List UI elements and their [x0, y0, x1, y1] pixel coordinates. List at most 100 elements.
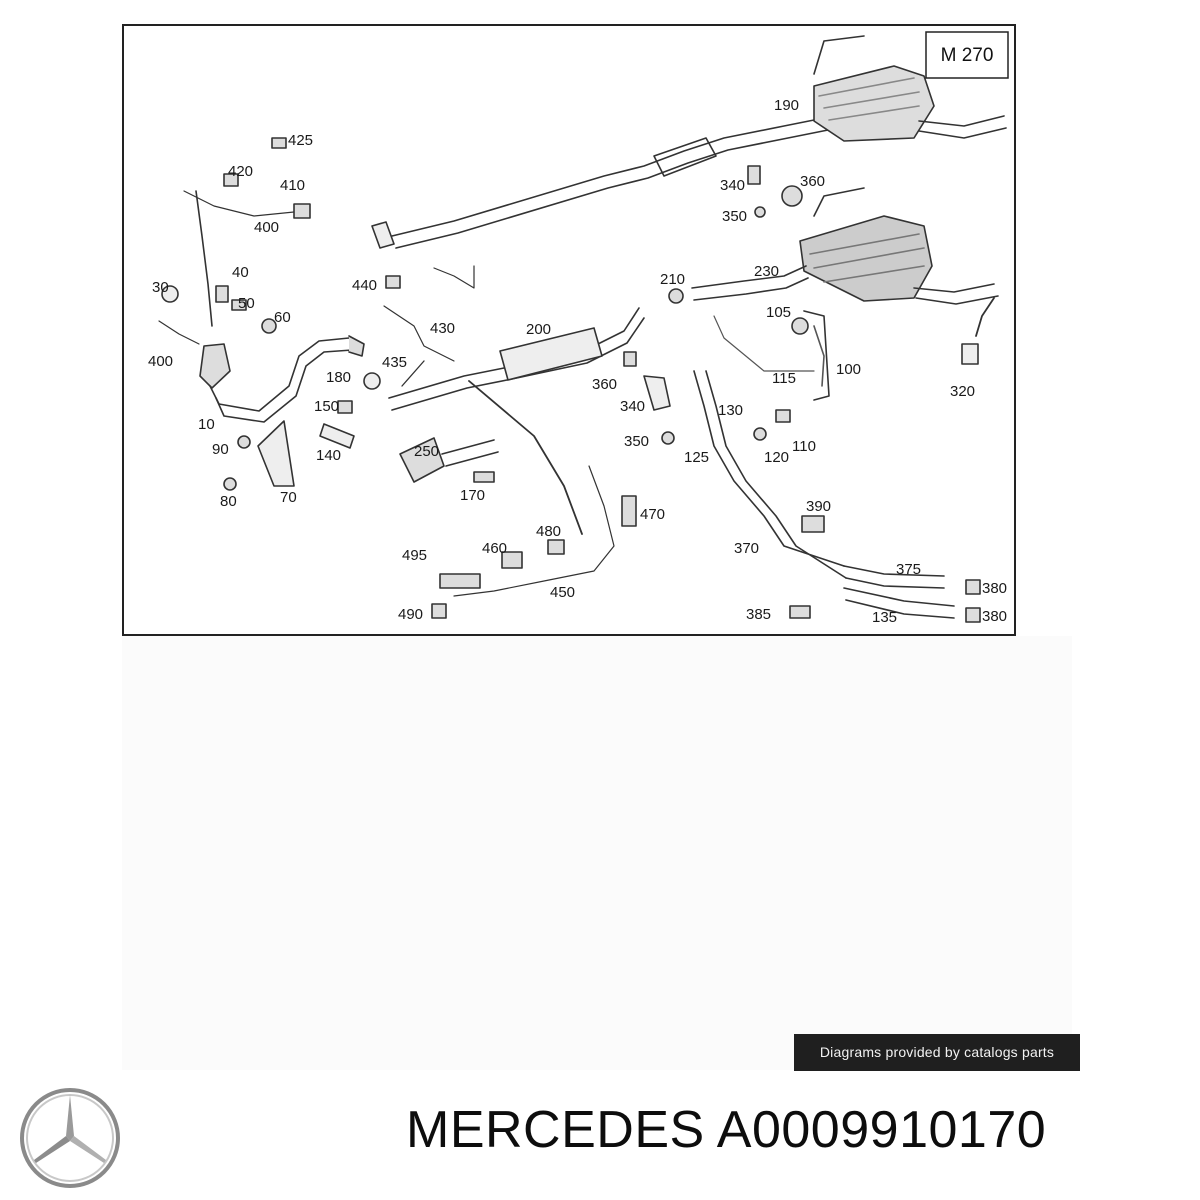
part-number-label: 125 [684, 449, 709, 466]
part-number-label: 495 [402, 547, 427, 564]
model-code: M 270 [941, 45, 994, 66]
part-number-label: 375 [896, 561, 921, 578]
part-number-label: 170 [460, 487, 485, 504]
part-number-label: 10 [198, 416, 215, 433]
part-number-label: 360 [800, 173, 825, 190]
part-number-label: 190 [774, 97, 799, 114]
part-number-label: 180 [326, 369, 351, 386]
part-number-label: 390 [806, 498, 831, 515]
part-number-label: 200 [526, 321, 551, 338]
part-number-label: 135 [872, 609, 897, 626]
part-glyph [621, 495, 637, 527]
part-number-label: 105 [766, 304, 791, 321]
part-glyph [965, 607, 981, 623]
part-number-label: 320 [950, 383, 975, 400]
part-number-label: 110 [792, 438, 816, 455]
part-glyph [231, 299, 247, 311]
leader-arrow-1 [401, 360, 425, 387]
part-number-label: 440 [352, 277, 377, 294]
part-glyph [223, 173, 239, 187]
upper-exhaust-pipe [391, 117, 825, 237]
part-glyph [363, 372, 381, 390]
leader-arrow-3 [975, 297, 995, 337]
exhaust-system-diagram: M 270 425 420 410 400 30 40 50 60 400 10 440 430 435… [122, 24, 1016, 636]
part-glyph [643, 375, 671, 411]
part-number-label: 100 [836, 361, 861, 378]
part-number-label: 430 [430, 320, 455, 337]
part-number-label: 400 [254, 219, 279, 236]
part-glyph [961, 343, 979, 365]
part-glyph [668, 288, 684, 304]
part-number-label: 450 [550, 584, 575, 601]
part-number-label: 400 [148, 353, 173, 370]
part-number-label: 210 [660, 271, 685, 288]
part-glyph [439, 573, 481, 589]
part-number-label: 115 [772, 370, 796, 387]
part-glyph [753, 427, 767, 441]
part-glyph [271, 137, 287, 149]
part-glyph [661, 431, 675, 445]
lower-background [122, 636, 1072, 1070]
lower-exhaust-pipe-lower-edge [391, 317, 645, 411]
part-number-label: 90 [212, 441, 229, 458]
lower-center-muffler [499, 327, 603, 381]
part-glyph [473, 471, 495, 483]
part-number-label: 420 [228, 163, 253, 180]
part-glyph [257, 420, 295, 487]
part-number-label: 40 [232, 264, 249, 281]
part-number-label: 140 [316, 447, 341, 464]
part-glyph [547, 539, 565, 555]
part-glyph [791, 317, 809, 335]
part-glyph [965, 579, 981, 595]
part-glyph [501, 551, 523, 569]
part-number-label: 150 [314, 398, 339, 415]
part-glyph [215, 285, 229, 303]
part-glyph [781, 185, 803, 207]
upper-exhaust-pipe-lower-edge [395, 129, 829, 249]
part-number-label: 60 [274, 309, 291, 326]
part-number-label: 480 [536, 523, 561, 540]
diagram-drawing: M 270 425 420 410 400 30 40 50 60 400 10 440 430 435… [148, 31, 1009, 626]
part-labels: 425 420 410 400 30 40 50 60 400 10 440 430 435 180 150… [148, 97, 1007, 626]
upper-rear-muffler [813, 65, 935, 142]
part-glyph [789, 605, 811, 619]
part-number-label: 370 [734, 540, 759, 557]
leader-arrow-2 [468, 380, 583, 535]
part-number-label: 230 [754, 263, 779, 280]
upper-flange [371, 221, 395, 249]
part-number-label: 50 [238, 295, 255, 312]
mercedes-star-logo [20, 1088, 120, 1188]
part-glyph [801, 515, 825, 533]
front-downpipe [195, 190, 213, 327]
part-glyph [293, 203, 311, 219]
part-glyph [161, 285, 179, 303]
part-number-label: 350 [722, 208, 747, 225]
part-number-label: 120 [764, 449, 789, 466]
part-number-label: 425 [288, 132, 313, 149]
part-glyph [431, 603, 447, 619]
part-number-label: 460 [482, 540, 507, 557]
part-glyph [775, 409, 791, 423]
part-number-label: 340 [720, 177, 745, 194]
part-number-label: 80 [220, 493, 237, 510]
part-number-label: 410 [280, 177, 305, 194]
part-number-label: 70 [280, 489, 297, 506]
model-code-box [925, 31, 1009, 79]
part-number-label: 380 [982, 580, 1007, 597]
part-glyph [623, 351, 637, 367]
part-number-label: 340 [620, 398, 645, 415]
part-glyph [747, 165, 761, 185]
part-number-label: 30 [152, 279, 169, 296]
part-number-label: 130 [718, 402, 743, 419]
part-glyph [223, 477, 237, 491]
part-number-label: 350 [624, 433, 649, 450]
part-number-label: 435 [382, 354, 407, 371]
brand-title: MERCEDES A0009910170 [406, 1101, 1047, 1159]
part-number-label: 385 [746, 606, 771, 623]
front-catalyst [199, 343, 231, 389]
part-number-label: 380 [982, 608, 1007, 625]
part-glyph [261, 318, 277, 334]
part-number-label: 360 [592, 376, 617, 393]
part-glyph [319, 423, 355, 449]
part-glyph [237, 435, 251, 449]
